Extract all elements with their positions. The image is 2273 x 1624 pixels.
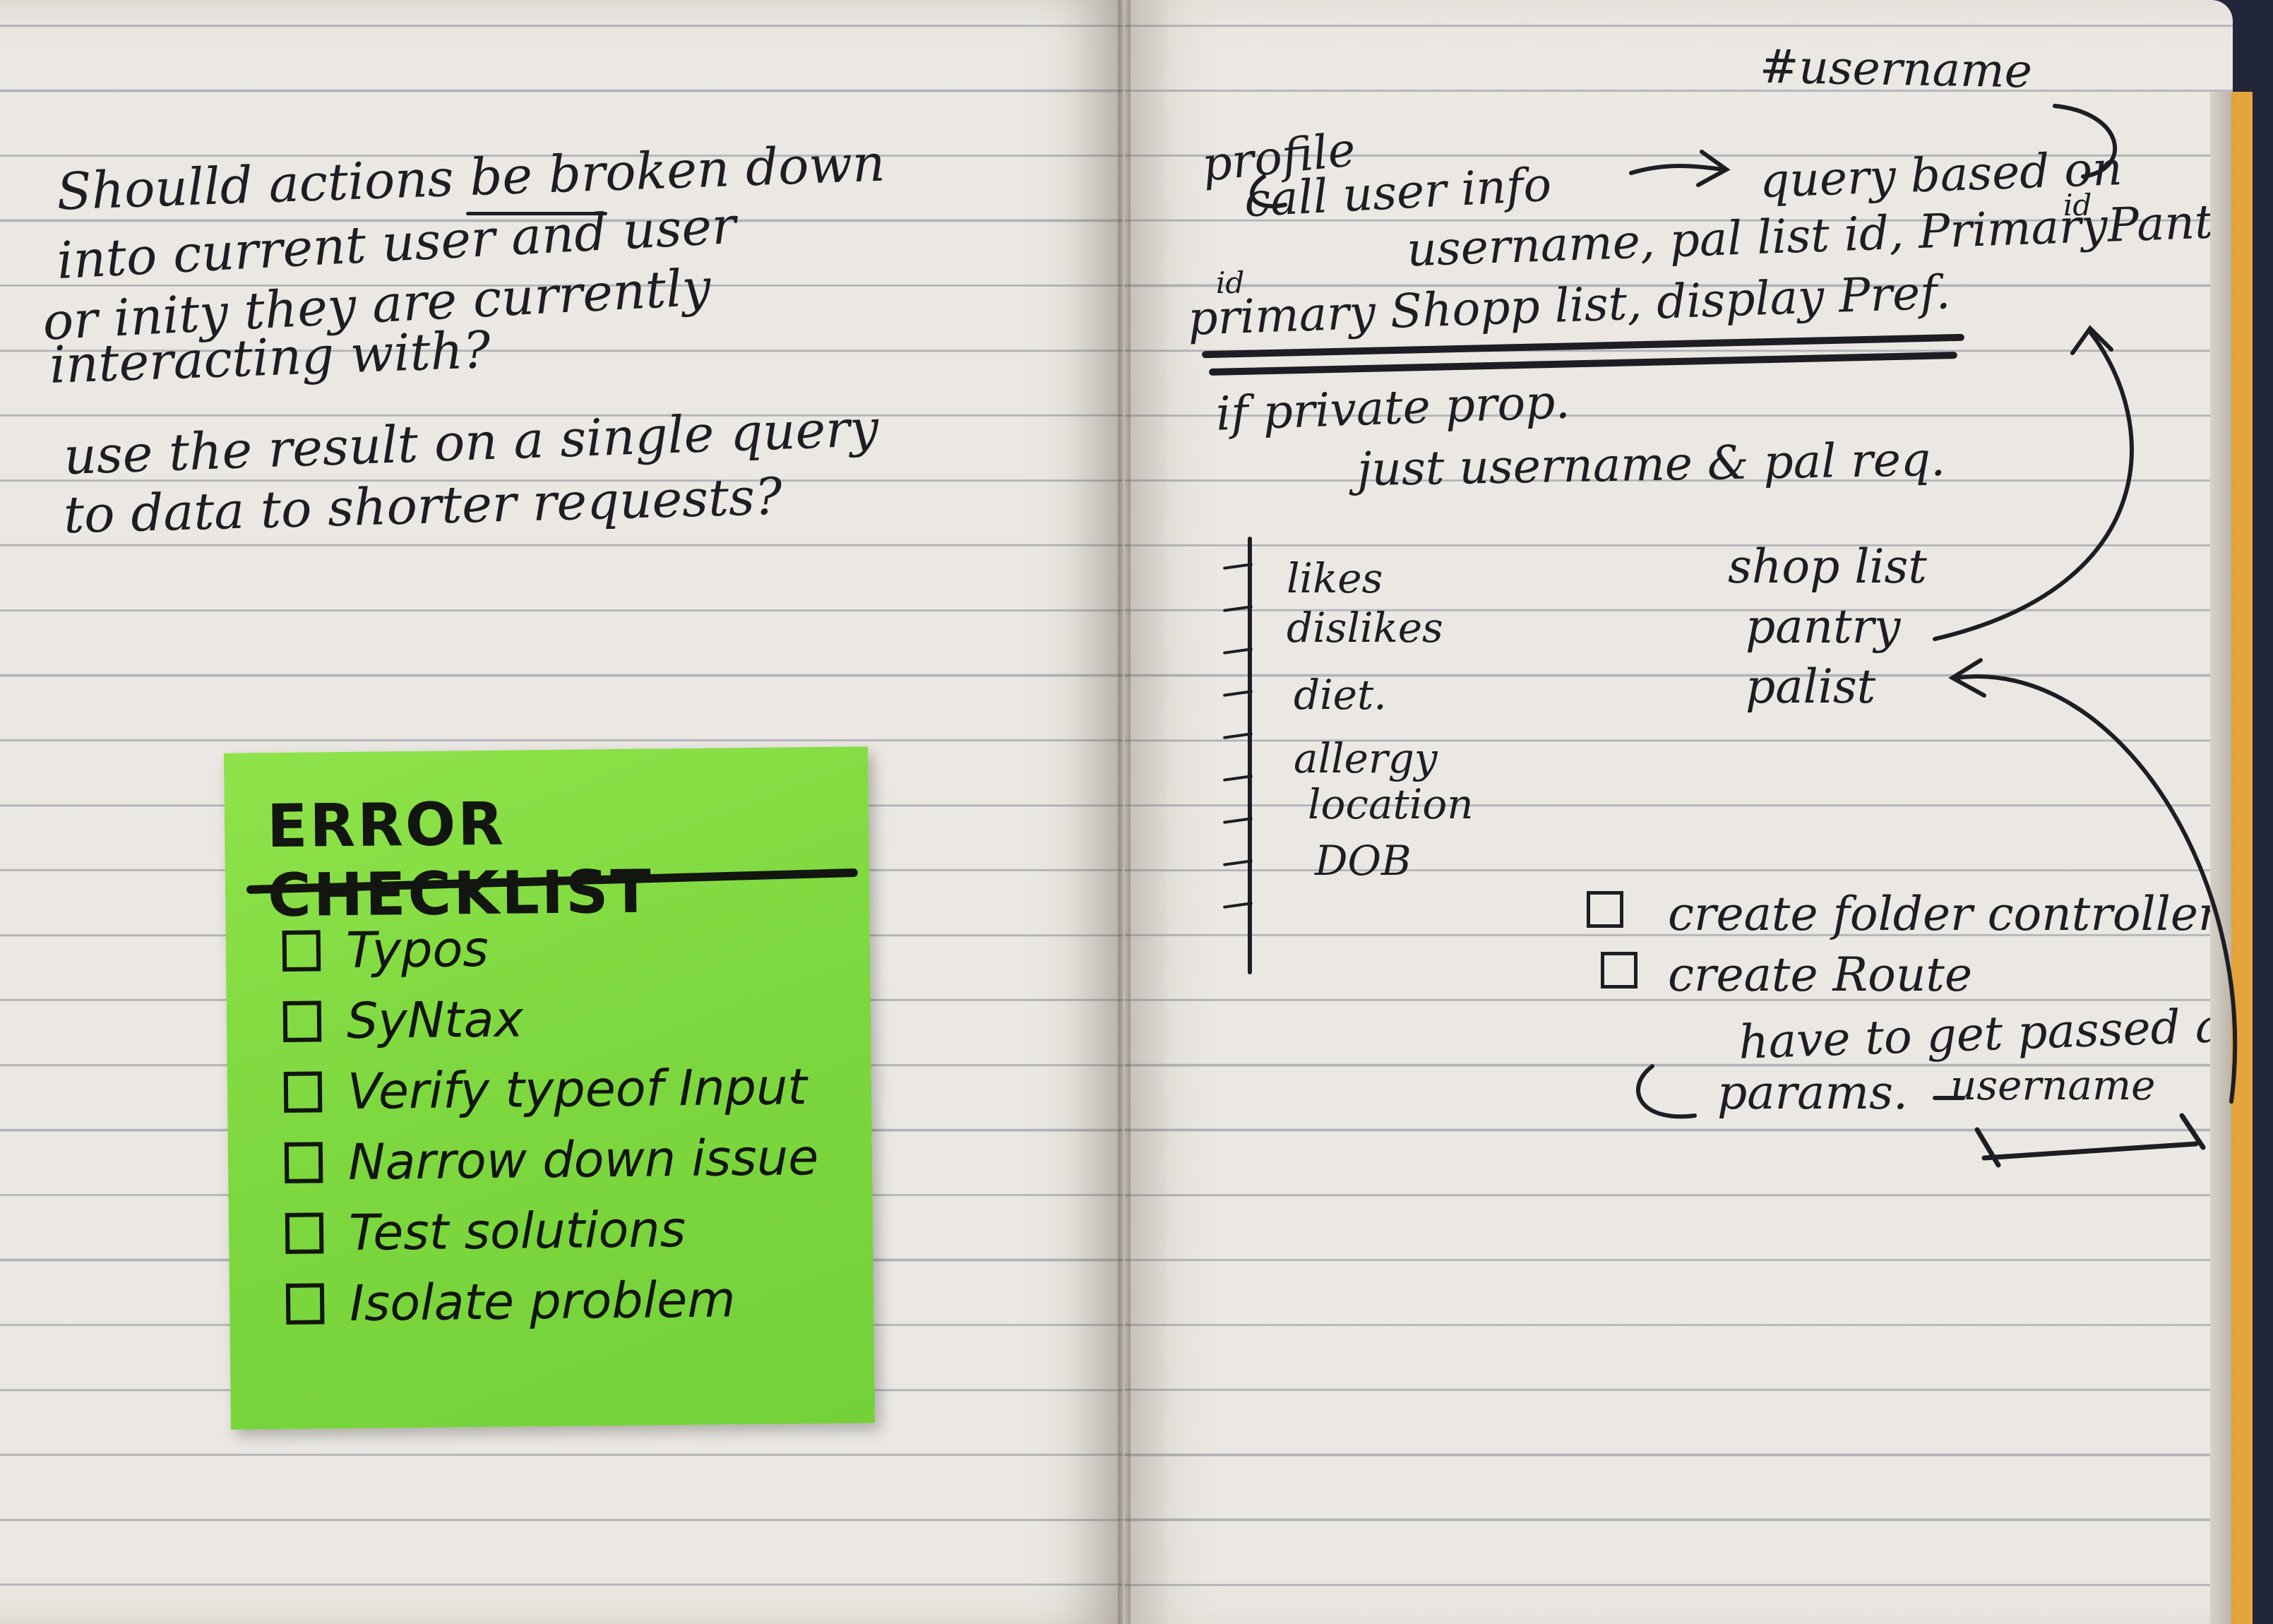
attribute-dislikes: dislikes	[1287, 604, 1443, 652]
username-param-text: username	[1950, 1061, 2156, 1109]
todo-checkbox-folder	[1587, 891, 1623, 928]
checklist-item: Isolate problem	[285, 1270, 736, 1333]
list-palist: palist	[1746, 659, 1876, 714]
checkbox-icon	[282, 930, 321, 972]
left-note-line-1: Shoulld actions be broken down	[55, 133, 886, 222]
attribute-dob: DOB	[1315, 837, 1412, 885]
notebook-cover-edge	[2210, 92, 2253, 1624]
checkbox-icon	[283, 1071, 323, 1113]
attribute-list-bracket	[1248, 537, 1252, 974]
id-annotation-left: id	[1216, 265, 1245, 300]
attribute-allergy: allergy	[1294, 734, 1438, 782]
current-user-underline	[466, 212, 607, 215]
notebook-spine	[1118, 0, 1130, 1624]
checklist-item: Narrow down issue	[284, 1128, 819, 1192]
id-annotation-right: id	[2063, 188, 2092, 222]
checklist-item: SyNtax	[282, 990, 524, 1051]
right-notebook-page: #username profile call user info query b…	[1124, 0, 2233, 1624]
checklist-item-label: SyNtax	[346, 990, 524, 1050]
call-user-info-text: call user info	[1243, 157, 1553, 228]
todo-checkbox-route	[1601, 952, 1637, 989]
attribute-likes: likes	[1287, 554, 1383, 602]
checklist-item-label: Test solutions	[348, 1200, 686, 1262]
checklist-item: Typos	[282, 920, 489, 980]
checklist-item: Verify typeof Input	[283, 1058, 808, 1121]
attribute-location: location	[1308, 780, 1474, 828]
list-pantry: pantry	[1746, 599, 1901, 654]
checklist-item-label: Verify typeof Input	[347, 1058, 808, 1121]
error-checklist-sticky-note: ERROR CHECKLIST Typos SyNtax Verify type…	[224, 746, 875, 1430]
left-note-line-4: interacting with?	[48, 320, 491, 395]
checklist-item-label: Isolate problem	[349, 1270, 736, 1332]
checklist-item: Test solutions	[285, 1200, 686, 1262]
checklist-item-label: Typos	[345, 919, 489, 980]
checkbox-icon	[285, 1283, 325, 1325]
just-username-text: just username & pal req.	[1356, 431, 1946, 497]
checklist-item-label: Narrow down issue	[347, 1128, 819, 1191]
todo-create-route: create Route	[1668, 948, 1972, 1002]
sticky-note-title: ERROR CHECKLIST	[266, 789, 654, 931]
checkbox-icon	[285, 1212, 324, 1254]
have-to-get-passed-auth: have to get passed auth	[1737, 996, 2233, 1070]
attribute-diet: diet.	[1294, 671, 1387, 719]
primary-shopping-list-text: primary Shopp list, display Pref.	[1186, 265, 1952, 346]
todo-create-folder-controller: create folder controller	[1668, 887, 2221, 941]
if-private-prop-text: if private prop.	[1215, 374, 1571, 441]
username-corner-label: #username	[1759, 39, 2033, 99]
params-text: params.	[1717, 1065, 1908, 1120]
checkbox-icon	[284, 1142, 323, 1183]
list-shop-list: shop list	[1728, 539, 1927, 594]
checkbox-icon	[282, 1001, 322, 1042]
